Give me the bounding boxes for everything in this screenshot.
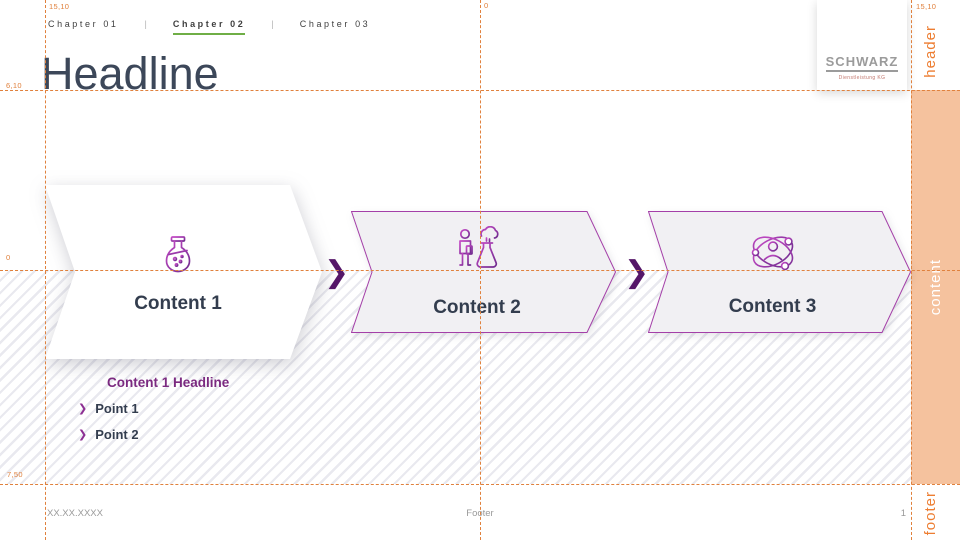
person-network-icon [747, 226, 799, 283]
guide-label-top-right: 15,10 [916, 2, 937, 11]
nav-chapter-03[interactable]: Chapter 03 [299, 19, 371, 29]
guide-label-top-left: 15,10 [49, 2, 70, 11]
nav-chapter-01[interactable]: Chapter 01 [48, 19, 119, 29]
step-label: Content 3 [728, 296, 817, 317]
chevron-bullet-icon: ❯ [78, 428, 88, 441]
schwarz-logo: SCHWARZ Dienstleistung KG [817, 0, 907, 90]
header-band-label: header [922, 24, 939, 78]
footer-date: XX.XX.XXXX [47, 508, 103, 519]
process-step-1[interactable]: Content 1 [45, 185, 325, 359]
flow-arrow-icon: ❯ [324, 255, 350, 290]
step-label: Content 2 [433, 297, 521, 318]
logo-wordmark: SCHWARZ [825, 54, 899, 72]
flow-arrow-icon: ❯ [624, 255, 650, 290]
logo-subtitle: Dienstleistung KG [838, 75, 886, 81]
point-label: Point 2 [95, 427, 139, 442]
guide-label-header: 6,10 [6, 81, 22, 90]
chevron-shape-3 [648, 211, 911, 333]
content-band-label: content [927, 258, 944, 316]
flask-icon [163, 235, 193, 282]
process-step-3[interactable]: Content 3 [648, 211, 911, 333]
chevron-bullet-icon: ❯ [78, 402, 88, 415]
header-band-label-wrap: header [922, 12, 939, 90]
point-label: Point 1 [95, 401, 139, 416]
nav-chapter-02-active[interactable]: Chapter 02 [172, 19, 246, 35]
detail-point-row: ❯ Point 2 [78, 427, 139, 442]
chevron-shape-2 [351, 211, 617, 333]
detail-point-row: ❯ Point 1 [78, 401, 139, 416]
nav-separator: | [144, 19, 147, 29]
nav-separator: | [271, 19, 274, 29]
chapter-nav: Chapter 01 | Chapter 02 | Chapter 03 [48, 19, 370, 35]
step-label: Content 1 [134, 293, 222, 314]
footer-page-number: 1 [900, 508, 906, 519]
page-title: Headline [41, 48, 219, 99]
footer-title: Footer [466, 508, 494, 519]
person-experiment-icon [453, 225, 501, 285]
guide-label-footer: 7,50 [7, 470, 23, 479]
guide-label-top-center: 0 [484, 1, 489, 10]
detail-headline: Content 1 Headline [107, 375, 230, 390]
chevron-shape-1 [45, 185, 322, 359]
process-step-2[interactable]: Content 2 [351, 211, 617, 333]
content-band: content [911, 90, 960, 484]
guide-label-middle: 0 [6, 253, 11, 262]
guide-horizontal-footer [0, 484, 960, 485]
